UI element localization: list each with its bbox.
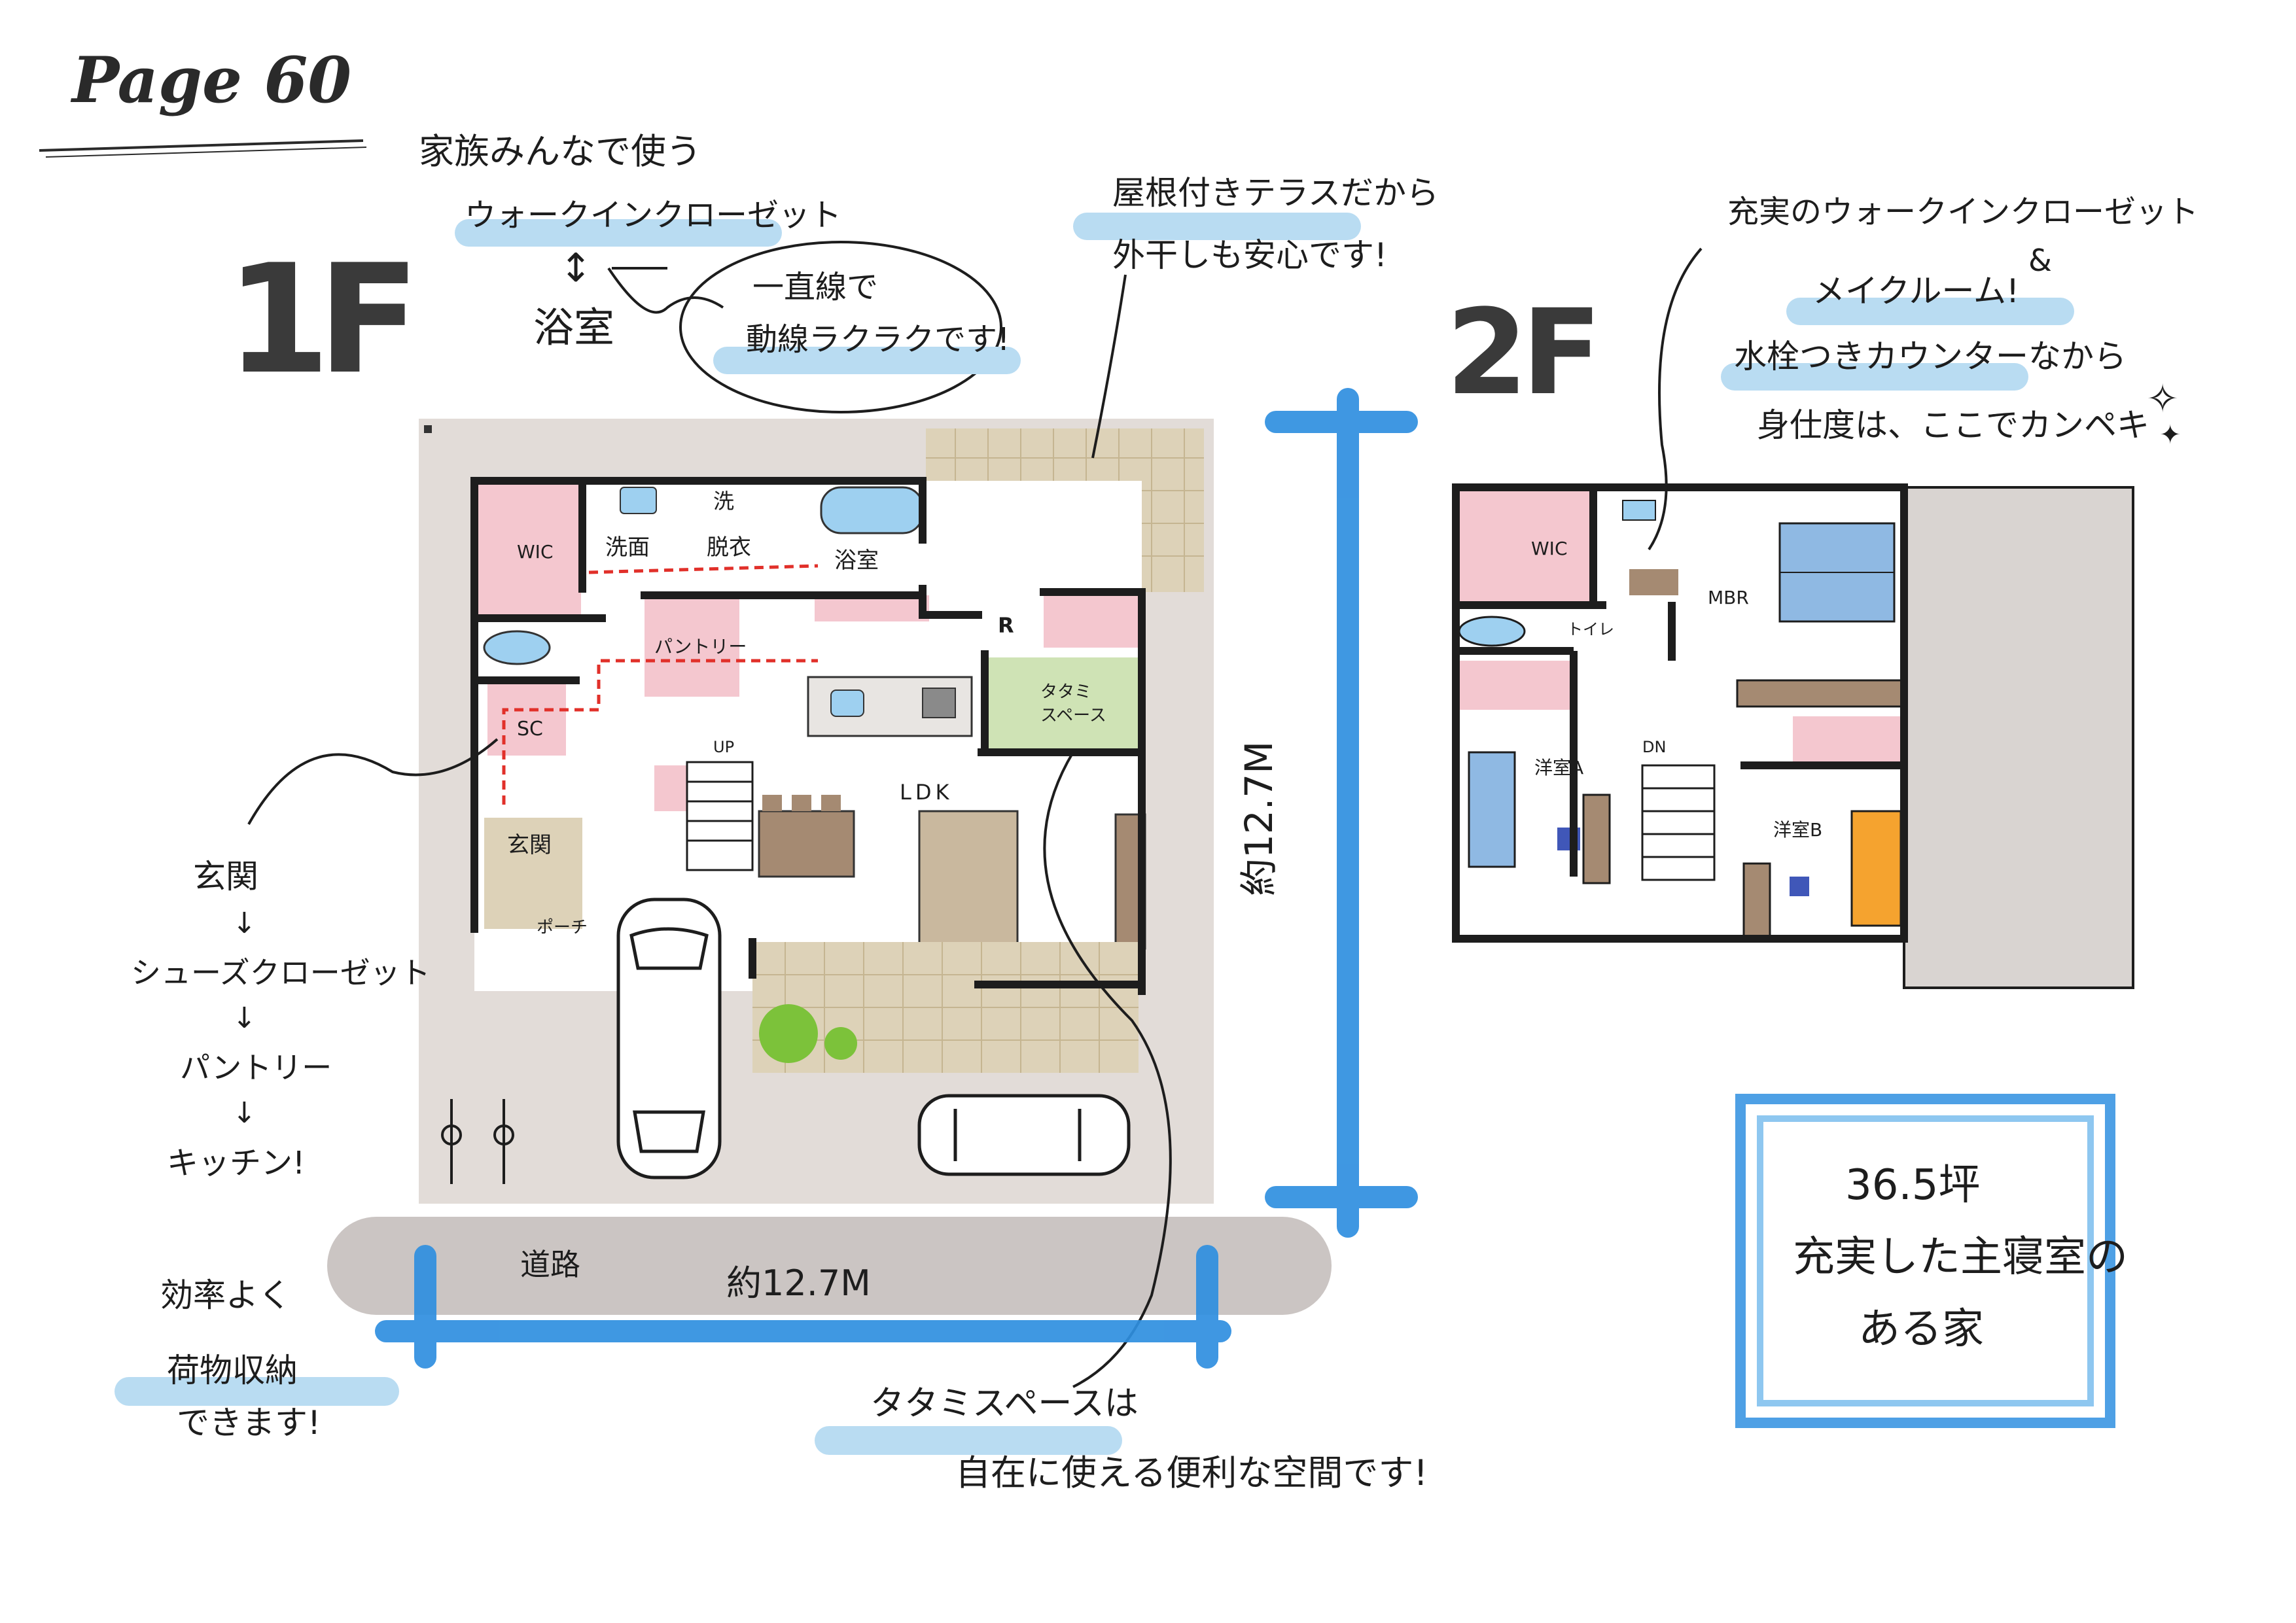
flow-step: シューズクローゼット (131, 955, 431, 990)
room-genkan: 玄関 (507, 832, 552, 858)
note-f2-line4: 身仕度は、ここでカンペキ (1757, 406, 2149, 444)
car-2 (917, 1094, 1131, 1176)
sparkle-icon-small: ✦ (2159, 420, 2181, 450)
note-storage-line3: できます! (177, 1404, 321, 1442)
note-f2-line3: 水栓つきカウンターなから (1734, 338, 2127, 375)
note-tatami-line2: 自在に使える便利な空間です! (955, 1452, 1428, 1493)
wic-pink (476, 484, 581, 615)
sparkle-icon: ✧ (2146, 376, 2180, 422)
summary-line2: 充実した主寝室の (1793, 1233, 2128, 1282)
note-tatami-line1: タタミスペースは (870, 1384, 1139, 1423)
room-datsui: 脱衣 (707, 534, 751, 561)
room-ldk: LDK (900, 780, 953, 805)
room-youshitsu-b: 洋室B (1773, 819, 1823, 841)
summary-line1: 36.5坪 (1845, 1161, 1981, 1210)
note-f2-amp: & (2028, 243, 2052, 278)
flow-arrow: ↓ (232, 907, 256, 940)
note-wic-line2: ウォークインクローゼット (465, 197, 842, 234)
note-terrace-line1: 屋根付きテラスだから (1112, 174, 1439, 212)
room-up: UP (713, 738, 735, 756)
highlight-terrace (1073, 213, 1361, 240)
flow-step: パントリー (180, 1050, 332, 1085)
note-f2-line1: 充実のウォークインクローゼット (1727, 194, 2199, 230)
flow-arrow: ↓ (232, 1096, 256, 1130)
neighbor-roof (1903, 486, 2134, 989)
room-toilet: トイレ (1567, 620, 1614, 638)
room-youshitsu-a: 洋室A (1534, 757, 1584, 778)
room-sen: 洗 (713, 489, 735, 514)
room-r: R (998, 613, 1014, 638)
room-porch: ポーチ (537, 918, 588, 937)
stair-pink (654, 765, 687, 811)
highlight-f2-1 (1786, 298, 2074, 325)
width-dimension: 約12.7M (726, 1263, 871, 1304)
highlight-f2-2 (1721, 363, 2028, 391)
sc-pink (487, 684, 566, 756)
flow-step: キッチン! (167, 1145, 306, 1181)
r-pink (1044, 595, 1139, 648)
highlight-wic (455, 219, 782, 247)
bubble-line1: 一直線で (752, 269, 879, 305)
highlight-tatami (815, 1426, 1122, 1455)
note-f2-line2: メイクルーム! (1812, 272, 2020, 310)
bath-pink (815, 595, 929, 621)
bubble-line2: 動線ラクラクです! (746, 321, 1010, 358)
flow-step: 玄関 (193, 858, 258, 896)
flow-list: 玄関 ↓ シューズクローゼット ↓ パントリー ↓ キッチン! (131, 860, 431, 1179)
room-mbr: MBR (1708, 587, 1749, 608)
floor2-label: 2F (1446, 285, 1602, 421)
summary-line3: ある家 (1858, 1305, 1984, 1353)
note-wic-arrow: ↕ (559, 245, 593, 291)
road-label: 道路 (520, 1247, 580, 1282)
note-terrace-line2: 外干しも安心です! (1112, 236, 1388, 274)
note-storage-line2: 荷物収納 (167, 1352, 298, 1389)
flow-arrow: ↓ (232, 1002, 256, 1035)
floor1-label: 1F (226, 233, 420, 408)
highlight-storage (115, 1377, 399, 1406)
car-1 (616, 898, 722, 1179)
room-senmen: 洗面 (605, 534, 650, 561)
dining-table (758, 810, 855, 878)
room-pantry: パントリー (654, 636, 747, 657)
room-sc: SC (517, 718, 543, 741)
tatami (985, 657, 1145, 752)
entrance-room (484, 818, 582, 929)
room-wic-2f: WIC (1531, 538, 1568, 559)
note-wic-line3: 浴室 (533, 304, 615, 351)
room-dn: DN (1642, 738, 1667, 756)
note-wic-line1: 家族みんなで使う (419, 131, 701, 172)
page-number: Page 60 (72, 43, 352, 117)
highlight-bubble (713, 347, 1021, 374)
pantry-pink (645, 599, 739, 697)
note-storage-line1: 効率よく (160, 1276, 291, 1314)
road (327, 1217, 1332, 1315)
room-wic-1f: WIC (517, 541, 554, 563)
room-tatami: タタミ スペース (1040, 682, 1106, 726)
room-yokushitsu: 浴室 (834, 548, 879, 574)
